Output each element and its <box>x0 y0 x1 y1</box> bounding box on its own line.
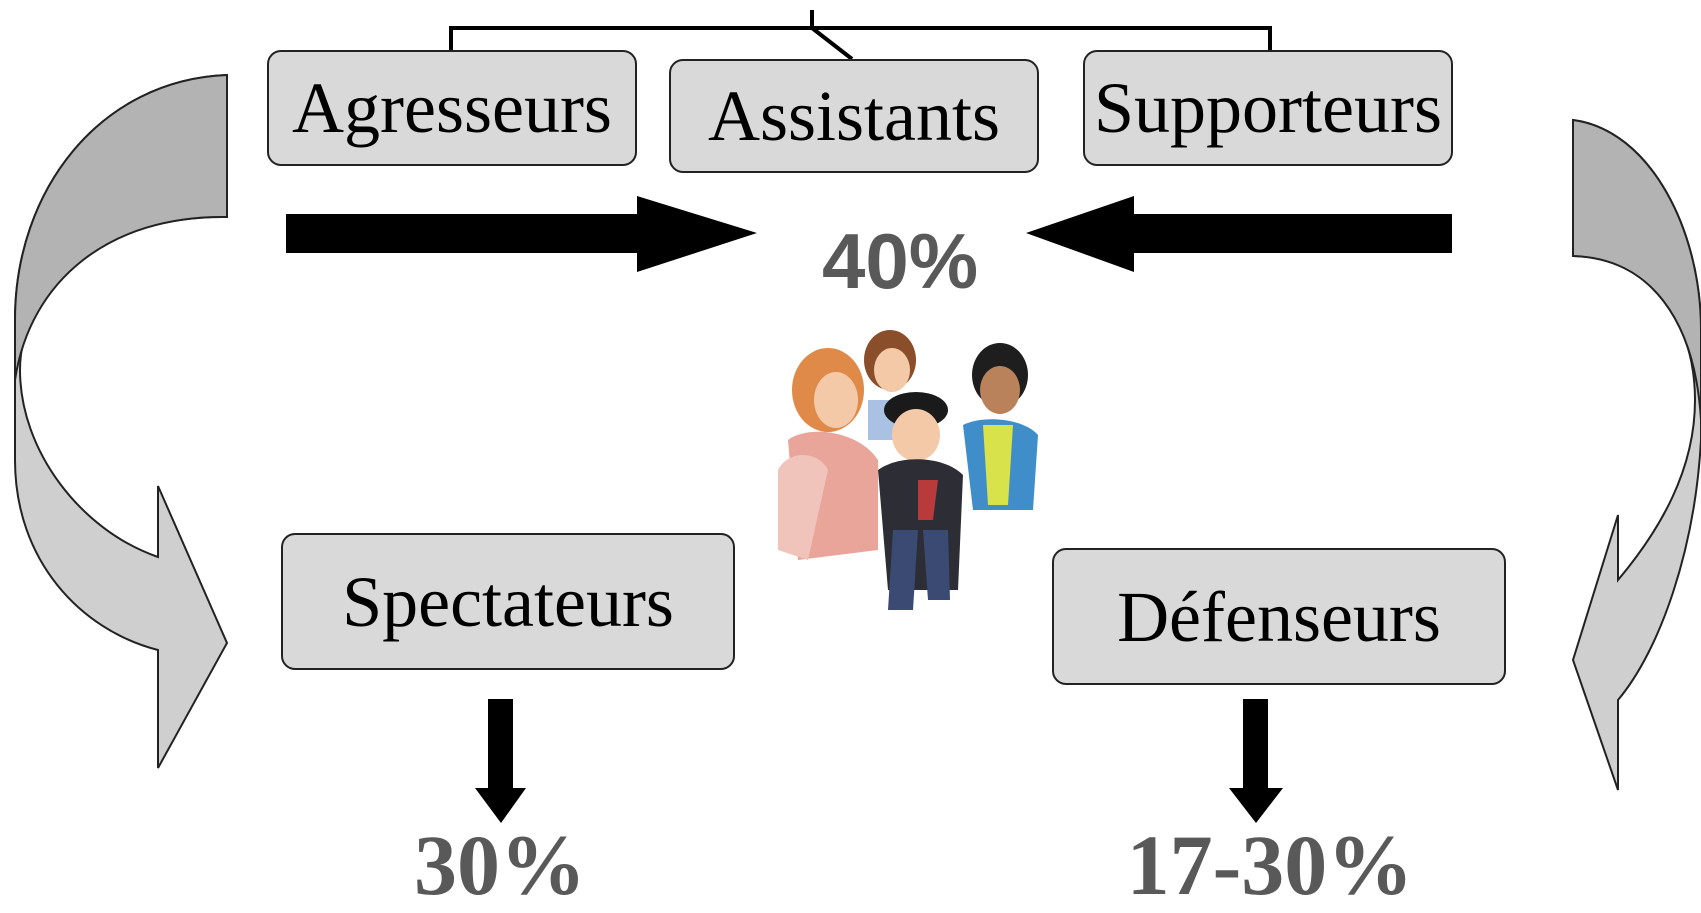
left-pointing-arrow <box>1026 196 1452 272</box>
percentage-spectateurs: 30% <box>414 817 586 913</box>
top-bracket <box>449 10 1272 61</box>
right-pointing-arrow <box>286 196 757 272</box>
role-label-assistants: Assistants <box>707 76 1001 156</box>
right-curved-arrow <box>1571 118 1701 791</box>
percentage-top-group: 40% <box>821 217 979 305</box>
role-label-agresseurs: Agresseurs <box>292 68 612 148</box>
role-label-supporteurs: Supporteurs <box>1094 68 1442 148</box>
role-box-supporteurs: Supporteurs <box>1083 50 1453 166</box>
down-arrow-spectateurs <box>475 699 526 823</box>
left-curved-arrow <box>14 73 229 769</box>
children-group-illustration <box>778 330 1038 610</box>
down-arrow-defenseurs <box>1229 699 1283 823</box>
role-box-spectateurs: Spectateurs <box>281 533 735 670</box>
role-box-defenseurs: Défenseurs <box>1052 548 1506 685</box>
role-label-defenseurs: Défenseurs <box>1117 576 1441 657</box>
role-label-spectateurs: Spectateurs <box>342 561 674 642</box>
role-box-assistants: Assistants <box>669 59 1039 173</box>
percentage-defenseurs: 17-30% <box>1126 817 1414 913</box>
role-box-agresseurs: Agresseurs <box>267 50 637 166</box>
